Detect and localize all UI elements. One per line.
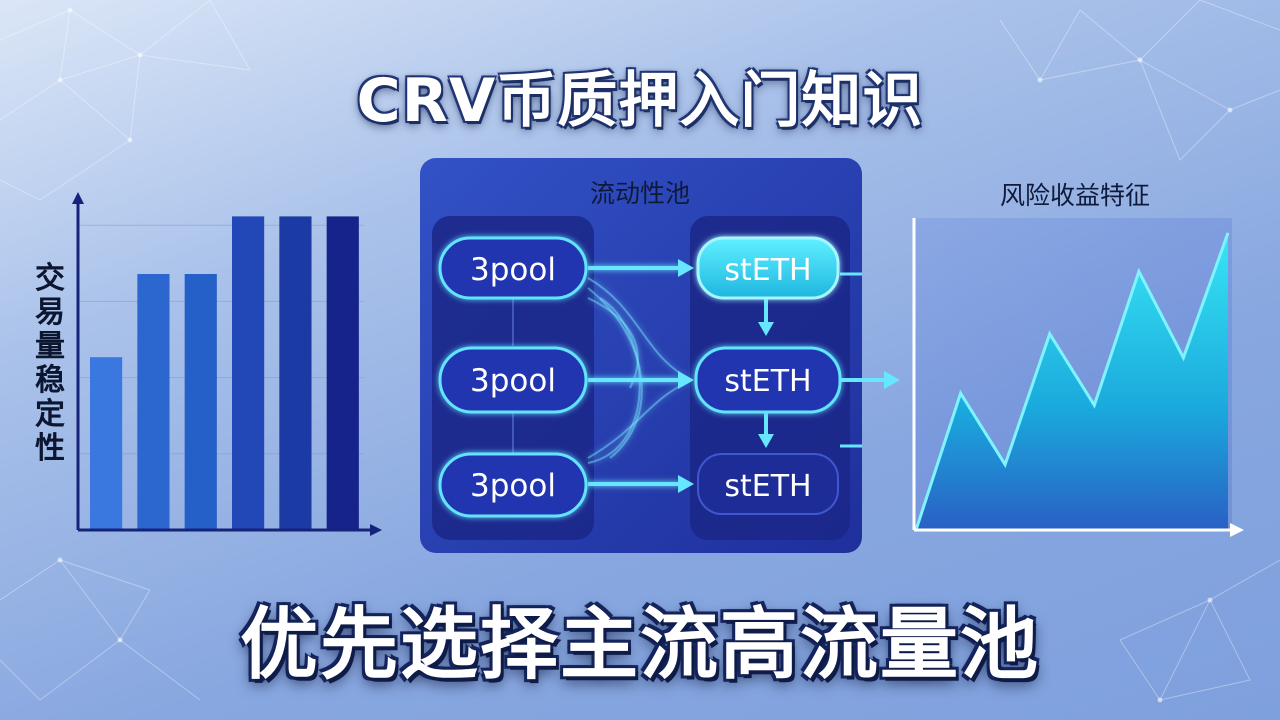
pool-node-3pool-3[interactable]: 3pool [438, 452, 588, 518]
page-title: CRV币质押入门知识 [356, 66, 924, 136]
ylabel-char: 量 [35, 329, 65, 364]
pool-node-steth-1[interactable]: stETH [696, 236, 840, 300]
ylabel-char: 性 [35, 431, 65, 466]
risk-area-chart [912, 218, 1244, 537]
pool-node-label: stETH [724, 469, 811, 504]
arrow-down-icon [758, 322, 774, 336]
page-subtitle: 优先选择主流高流量池 [239, 600, 1040, 690]
arrow-right-icon [884, 371, 900, 389]
pool-node-steth-2[interactable]: stETH [694, 346, 842, 414]
bar [279, 216, 312, 530]
output-bracket [840, 272, 862, 448]
pool-node-3pool-1[interactable]: 3pool [438, 236, 588, 300]
bar [137, 274, 170, 530]
y-axis-arrow-icon [72, 192, 84, 204]
area-line [914, 232, 1230, 531]
pool-node-label: stETH [724, 364, 811, 399]
volume-chart-ylabel: 交 易 量 稳 定 性 [28, 262, 72, 466]
arrow-right-icon [678, 259, 694, 277]
pool-node-label: 3pool [470, 363, 556, 399]
x-axis-arrow-icon [370, 524, 382, 536]
pool-diagram-title: 流动性池 [589, 179, 690, 208]
area-series [914, 232, 1230, 531]
pool-node-label: stETH [724, 253, 811, 288]
ylabel-char: 定 [35, 397, 65, 432]
arrowheads [678, 259, 774, 493]
x-axis-arrow-icon [1230, 523, 1244, 537]
ylabel-char: 易 [35, 295, 65, 330]
liquidity-pool-diagram: 3pool 3pool 3pool stETH stETH stETH [420, 158, 862, 553]
bar [326, 216, 359, 530]
arrow-down-icon [758, 434, 774, 448]
arrow-right-icon [678, 371, 694, 389]
pool-node-label: 3pool [470, 252, 556, 288]
pool-node-steth-3[interactable]: stETH [697, 453, 839, 515]
area-fill [916, 232, 1228, 530]
arrow-right-icon [678, 475, 694, 493]
risk-chart-title: 风险收益特征 [999, 181, 1150, 210]
pool-node-label: 3pool [470, 468, 556, 504]
bar-chart-grid [78, 224, 364, 455]
volume-bar-chart [72, 192, 382, 536]
pool-node-3pool-2[interactable]: 3pool [438, 346, 588, 414]
bar-series [90, 216, 359, 530]
bar [90, 357, 123, 530]
bar [232, 216, 265, 530]
ylabel-char: 稳 [35, 363, 65, 398]
output-arrowhead [862, 371, 900, 389]
ylabel-char: 交 [35, 261, 65, 296]
bar [184, 274, 217, 530]
flow-arrows [588, 266, 680, 486]
